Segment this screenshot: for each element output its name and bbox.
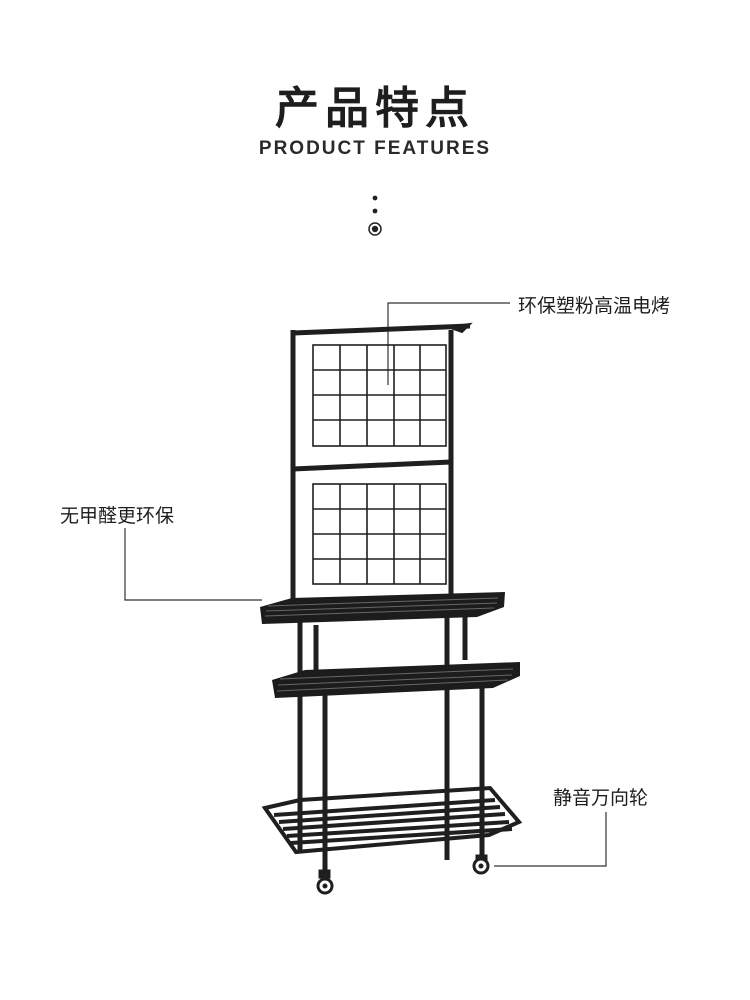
callout-coating: 环保塑粉高温电烤	[518, 295, 671, 317]
dots-target-icon	[368, 195, 382, 236]
back-panel	[290, 322, 473, 612]
shelf-top	[260, 592, 505, 624]
callout-eco: 无甲醛更环保	[60, 505, 175, 527]
leader-line-left	[124, 528, 262, 601]
page-title: 产品特点	[275, 83, 475, 134]
caster-wheels	[316, 854, 490, 895]
shelf-bottom	[261, 785, 523, 855]
callout-wheels: 静音万向轮	[553, 787, 649, 809]
page-subtitle: PRODUCT FEATURES	[258, 138, 492, 159]
shelf-middle	[272, 662, 520, 698]
leader-line-bottom	[494, 812, 607, 867]
leader-line-top	[387, 302, 510, 385]
callout-lines	[124, 302, 607, 867]
